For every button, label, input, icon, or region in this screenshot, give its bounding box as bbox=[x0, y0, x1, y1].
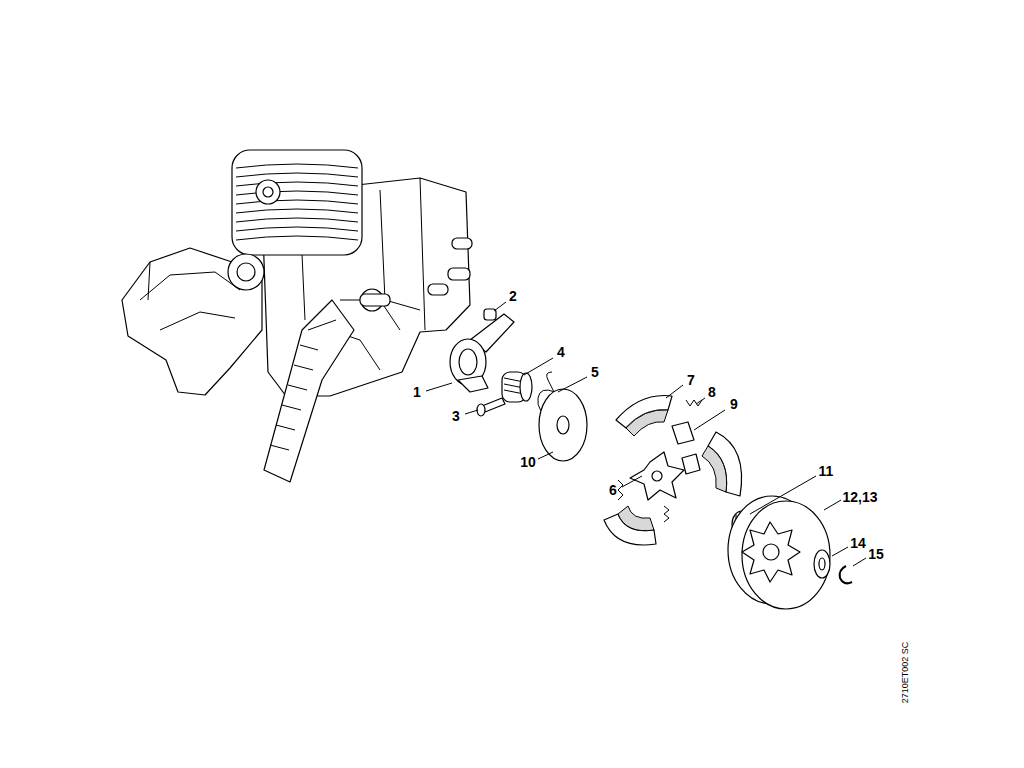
handle-body bbox=[122, 248, 262, 395]
callout-number: 5 bbox=[591, 365, 599, 379]
clutch-lining bbox=[626, 410, 668, 436]
callout-number: 1 bbox=[413, 385, 421, 399]
callout-number: 6 bbox=[609, 483, 617, 497]
callout-number: 8 bbox=[708, 385, 716, 399]
parts bbox=[450, 309, 852, 609]
leader-line bbox=[494, 302, 506, 311]
leader-line bbox=[750, 476, 816, 514]
callout-number: 2 bbox=[509, 289, 517, 303]
leader-line bbox=[558, 377, 587, 392]
leader-line bbox=[622, 476, 642, 487]
clutch-lining bbox=[702, 446, 727, 492]
e-clip bbox=[840, 566, 852, 583]
cylinder-fins bbox=[236, 164, 358, 240]
oil-pump-bore bbox=[459, 349, 477, 375]
callout-number: 12,13 bbox=[842, 490, 877, 504]
callout-number: 7 bbox=[687, 373, 695, 387]
washer bbox=[814, 550, 830, 578]
washer bbox=[539, 389, 587, 461]
leader-line bbox=[426, 383, 452, 391]
leader-line bbox=[524, 358, 553, 375]
leader-line bbox=[538, 452, 553, 459]
drawing-code: 2710ET002 SC bbox=[901, 641, 910, 703]
leader-line bbox=[853, 558, 866, 566]
engine bbox=[122, 150, 472, 482]
chain-catcher bbox=[264, 300, 354, 482]
oil-pump-foot bbox=[458, 376, 488, 392]
callout-number: 10 bbox=[520, 455, 536, 469]
sprocket-bore bbox=[763, 544, 779, 560]
spark-plug bbox=[256, 180, 280, 204]
leader-line bbox=[824, 500, 841, 510]
leader-line bbox=[666, 385, 683, 398]
intake-port bbox=[237, 263, 255, 281]
leader-line bbox=[832, 547, 848, 556]
hub-center bbox=[652, 471, 662, 481]
chain-catcher-hatch bbox=[270, 320, 336, 450]
small-spring bbox=[664, 506, 669, 522]
clutch-drum bbox=[742, 501, 830, 609]
clutch-pad bbox=[672, 422, 694, 444]
screw-head bbox=[477, 404, 485, 416]
intake bbox=[228, 254, 264, 290]
washer-hole bbox=[819, 558, 825, 570]
crankshaft-end bbox=[360, 294, 390, 306]
worm-end bbox=[520, 373, 532, 401]
leader-line bbox=[696, 398, 705, 404]
small-spring bbox=[686, 400, 702, 406]
callout-number: 9 bbox=[730, 397, 738, 411]
callout-number: 3 bbox=[452, 409, 460, 423]
cylinder bbox=[232, 150, 362, 255]
leader-lines bbox=[426, 302, 866, 566]
callout-number: 15 bbox=[868, 547, 884, 561]
small-spring bbox=[618, 480, 623, 500]
callout-number: 14 bbox=[850, 536, 866, 550]
stud bbox=[428, 284, 448, 295]
stud bbox=[448, 268, 470, 280]
leader-line bbox=[694, 410, 725, 430]
clutch-pad bbox=[682, 454, 700, 474]
body-detail bbox=[140, 262, 240, 330]
callout-number: 11 bbox=[819, 464, 834, 478]
washer-hole bbox=[557, 416, 569, 434]
clutch-lining bbox=[618, 506, 654, 531]
clutch-hub bbox=[630, 452, 684, 500]
sprocket bbox=[742, 522, 800, 582]
stud bbox=[452, 238, 472, 249]
leader-line bbox=[465, 410, 478, 414]
spark-plug-core bbox=[263, 187, 273, 197]
callout-number: 4 bbox=[557, 345, 565, 359]
